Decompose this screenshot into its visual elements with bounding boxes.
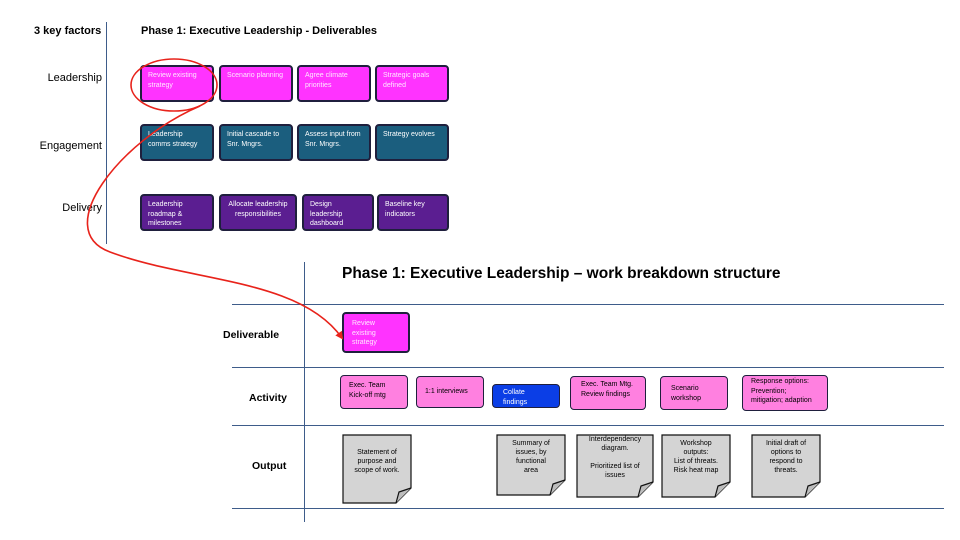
wbs-divider-vertical <box>304 262 305 522</box>
wbs-label-activity: Activity <box>249 392 287 404</box>
deliverable-roadmap[interactable]: Leadership roadmap & milestones <box>140 194 214 231</box>
deliverable-dashboard[interactable]: Design leadership dashboard <box>302 194 374 231</box>
highlight-circle <box>130 58 218 112</box>
deliverable-review-strategy[interactable]: Review existing strategy <box>140 65 214 102</box>
wbs-deliverable-review-strategy[interactable]: Review existing strategy <box>342 312 410 353</box>
output-document-icon <box>342 434 412 504</box>
wbs-label-output: Output <box>252 460 287 472</box>
output-document-icon <box>576 434 654 498</box>
output-document-icon <box>496 434 566 496</box>
deliverable-assess-input[interactable]: Assess input from Snr. Mngrs. <box>297 124 371 161</box>
output-document-icon <box>751 434 821 498</box>
activity-collate-findings[interactable]: Collate findings <box>492 384 560 408</box>
deliverable-climate-priorities[interactable]: Agree climate priorities <box>297 65 371 102</box>
key-factors-heading: 3 key factors <box>34 25 102 37</box>
deliverable-strategic-goals[interactable]: Strategic goals defined <box>375 65 449 102</box>
output-summary-issues: Summary of issues, by functional area <box>512 440 550 474</box>
deliverable-scenario-planning[interactable]: Scenario planning <box>219 65 293 102</box>
deliverables-heading: Phase 1: Executive Leadership - Delivera… <box>141 25 378 37</box>
deliverable-allocate-responsibilities[interactable]: Allocate leadership responsibilities <box>219 194 297 231</box>
factors-divider <box>106 22 107 244</box>
wbs-divider-4 <box>232 508 944 509</box>
output-purpose-scope: Statement of purpose and scope of work. <box>354 449 400 474</box>
deliverable-comms-strategy[interactable]: Leadership comms strategy <box>140 124 214 161</box>
activity-review-findings[interactable]: Exec. Team Mtg. Review findings <box>570 376 646 410</box>
output-document-icon <box>661 434 731 498</box>
row-label-leadership: Leadership <box>47 72 102 84</box>
activity-kickoff-meeting[interactable]: Exec. Team Kick-off mtg <box>340 375 408 409</box>
deliverable-baseline-indicators[interactable]: Baseline key indicators <box>377 194 449 231</box>
row-label-engagement: Engagement <box>39 140 102 152</box>
activity-response-options[interactable]: Response options: Prevention; mitigation… <box>742 375 828 411</box>
wbs-label-deliverable: Deliverable <box>223 329 280 341</box>
deliverable-initial-cascade[interactable]: Initial cascade to Snr. Mngrs. <box>219 124 293 161</box>
activity-scenario-workshop[interactable]: Scenario workshop <box>660 376 728 410</box>
output-workshop: Workshop outputs: List of threats. Risk … <box>673 440 719 474</box>
row-label-delivery: Delivery <box>62 202 102 214</box>
deliverable-strategy-evolves[interactable]: Strategy evolves <box>375 124 449 161</box>
wbs-divider-3 <box>232 425 944 426</box>
activity-interviews[interactable]: 1:1 interviews <box>416 376 484 408</box>
wbs-divider-1 <box>232 304 944 305</box>
wbs-title: Phase 1: Executive Leadership – work bre… <box>342 265 781 282</box>
output-initial-draft: Initial draft of options to respond to t… <box>765 440 807 474</box>
output-interdependency: Interdependency diagram. Prioritized lis… <box>588 436 642 479</box>
connector-arrow <box>86 105 344 340</box>
wbs-divider-2 <box>232 367 944 368</box>
